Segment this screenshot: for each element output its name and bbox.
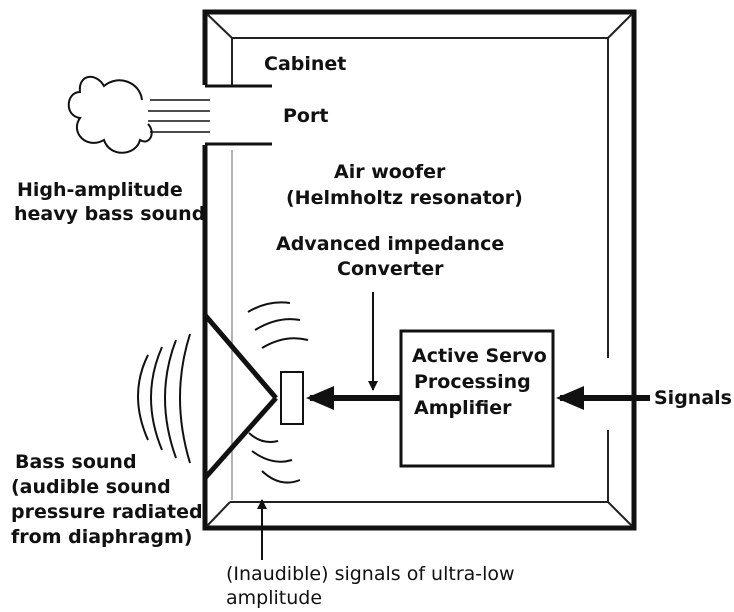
label-inaudible-signals: (Inaudible) signals of ultra-low (226, 563, 515, 585)
outer-wave (150, 346, 163, 451)
cabinet-bevel-corner-tl (206, 13, 233, 39)
amp-to-driver-arrowhead (306, 386, 334, 410)
label-amp-amplifier: Amplifier (414, 397, 512, 419)
cabinet-outer-wall (202, 9, 637, 531)
label-audible-sound: (audible sound (11, 476, 171, 498)
label-amp-processing: Processing (414, 371, 531, 393)
label-advanced-impedance: Advanced impedance (276, 233, 504, 255)
inner-wave-upper (247, 301, 291, 313)
impedance-converter-box (280, 371, 304, 425)
cabinet-bevel-corner-br (607, 501, 633, 527)
inner-wave-upper (254, 318, 301, 331)
signal-input-arrowhead (556, 386, 584, 410)
inner-wave-upper (261, 337, 309, 349)
bass-puff-cloud-icon (67, 76, 153, 154)
label-from-diaphragm: from diaphragm) (11, 526, 192, 548)
label-pressure-radiated: pressure radiated (11, 501, 203, 523)
label-helmholtz: (Helmholtz resonator) (286, 187, 523, 209)
label-port: Port (283, 105, 328, 127)
label-signals: Signals (654, 387, 732, 409)
outer-wave (137, 354, 149, 441)
cabinet-bevel-corner-tr (607, 13, 633, 39)
inner-wave-lower (261, 470, 301, 484)
signal-entry-gap (600, 358, 616, 430)
label-converter: Converter (337, 258, 444, 280)
diaphragm-cone-lower (203, 396, 278, 480)
cabinet-bevel-corner-bl (206, 501, 231, 527)
outer-wave (179, 333, 191, 464)
outer-wave (164, 339, 177, 459)
diaphragm-cone-upper (203, 313, 278, 400)
label-air-woofer: Air woofer (334, 161, 446, 183)
label-high-amplitude: High-amplitude (17, 179, 183, 201)
label-heavy-bass: heavy bass sound (14, 203, 205, 225)
label-amplitude: amplitude (226, 587, 322, 609)
inner-wave-lower (251, 450, 293, 463)
amplifier-box (399, 329, 555, 468)
label-amp-active-servo: Active Servo (412, 345, 547, 367)
inner-wave-lower (248, 432, 279, 443)
label-cabinet: Cabinet (264, 53, 346, 75)
label-bass-sound: Bass sound (15, 451, 137, 473)
